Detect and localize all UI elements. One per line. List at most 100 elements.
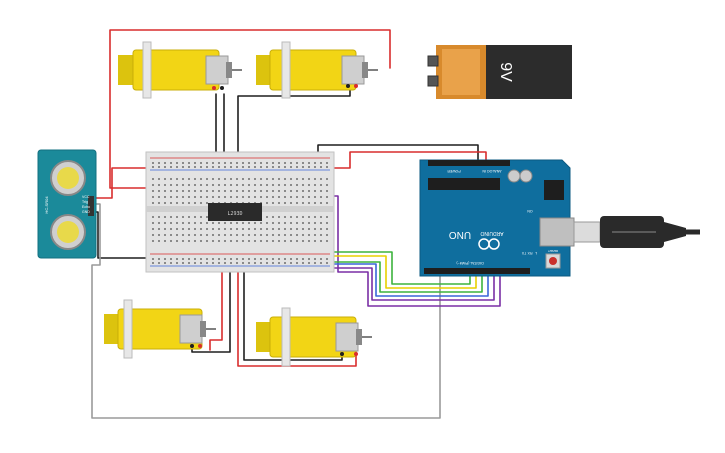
- breadboard-hole[interactable]: [314, 240, 316, 242]
- breadboard-hole[interactable]: [152, 222, 154, 224]
- breadboard-hole[interactable]: [266, 190, 268, 192]
- breadboard-hole[interactable]: [272, 258, 274, 260]
- breadboard-hole[interactable]: [236, 258, 238, 260]
- breadboard-hole[interactable]: [302, 240, 304, 242]
- breadboard-hole[interactable]: [218, 222, 220, 224]
- breadboard-hole[interactable]: [248, 162, 250, 164]
- breadboard-hole[interactable]: [200, 234, 202, 236]
- breadboard-hole[interactable]: [254, 240, 256, 242]
- breadboard-hole[interactable]: [212, 234, 214, 236]
- breadboard-hole[interactable]: [200, 240, 202, 242]
- breadboard-hole[interactable]: [284, 222, 286, 224]
- breadboard-hole[interactable]: [194, 184, 196, 186]
- breadboard-hole[interactable]: [200, 184, 202, 186]
- breadboard-hole[interactable]: [158, 166, 160, 168]
- breadboard-hole[interactable]: [296, 234, 298, 236]
- breadboard-hole[interactable]: [218, 196, 220, 198]
- breadboard-hole[interactable]: [164, 184, 166, 186]
- breadboard-hole[interactable]: [290, 162, 292, 164]
- breadboard-hole[interactable]: [242, 240, 244, 242]
- breadboard-hole[interactable]: [218, 234, 220, 236]
- breadboard-hole[interactable]: [302, 184, 304, 186]
- breadboard-hole[interactable]: [314, 222, 316, 224]
- breadboard-hole[interactable]: [314, 202, 316, 204]
- battery-terminal-pos[interactable]: [427, 55, 439, 67]
- breadboard-hole[interactable]: [164, 258, 166, 260]
- breadboard-hole[interactable]: [206, 202, 208, 204]
- breadboard-hole[interactable]: [266, 202, 268, 204]
- breadboard-hole[interactable]: [290, 240, 292, 242]
- breadboard-hole[interactable]: [230, 240, 232, 242]
- breadboard-hole[interactable]: [200, 166, 202, 168]
- gear-motor-top-left[interactable]: [118, 41, 242, 99]
- breadboard-hole[interactable]: [284, 196, 286, 198]
- breadboard-hole[interactable]: [230, 234, 232, 236]
- breadboard-hole[interactable]: [284, 162, 286, 164]
- breadboard-hole[interactable]: [224, 190, 226, 192]
- breadboard-hole[interactable]: [218, 162, 220, 164]
- breadboard-hole[interactable]: [164, 190, 166, 192]
- breadboard-hole[interactable]: [254, 234, 256, 236]
- breadboard-hole[interactable]: [230, 222, 232, 224]
- breadboard-hole[interactable]: [188, 178, 190, 180]
- breadboard-hole[interactable]: [170, 166, 172, 168]
- breadboard-hole[interactable]: [224, 222, 226, 224]
- breadboard-hole[interactable]: [176, 184, 178, 186]
- breadboard-hole[interactable]: [290, 228, 292, 230]
- breadboard-hole[interactable]: [248, 178, 250, 180]
- breadboard-hole[interactable]: [176, 190, 178, 192]
- breadboard-hole[interactable]: [266, 166, 268, 168]
- breadboard-hole[interactable]: [296, 202, 298, 204]
- breadboard-hole[interactable]: [206, 178, 208, 180]
- breadboard-hole[interactable]: [254, 262, 256, 264]
- breadboard-hole[interactable]: [278, 162, 280, 164]
- breadboard-hole[interactable]: [218, 178, 220, 180]
- breadboard-hole[interactable]: [182, 196, 184, 198]
- breadboard-hole[interactable]: [194, 228, 196, 230]
- breadboard-hole[interactable]: [260, 190, 262, 192]
- breadboard-hole[interactable]: [266, 184, 268, 186]
- breadboard-hole[interactable]: [242, 222, 244, 224]
- breadboard-hole[interactable]: [158, 190, 160, 192]
- breadboard-hole[interactable]: [242, 262, 244, 264]
- motor-driver-ic[interactable]: L293D: [208, 203, 262, 221]
- breadboard-hole[interactable]: [170, 178, 172, 180]
- breadboard-hole[interactable]: [236, 222, 238, 224]
- breadboard-hole[interactable]: [164, 178, 166, 180]
- breadboard-hole[interactable]: [164, 216, 166, 218]
- breadboard-hole[interactable]: [242, 184, 244, 186]
- breadboard-hole[interactable]: [320, 184, 322, 186]
- breadboard-hole[interactable]: [212, 166, 214, 168]
- wire-red-bottom-motor-2[interactable]: [237, 229, 357, 367]
- breadboard-hole[interactable]: [152, 240, 154, 242]
- breadboard-hole[interactable]: [230, 228, 232, 230]
- breadboard-hole[interactable]: [308, 196, 310, 198]
- breadboard-hole[interactable]: [176, 234, 178, 236]
- breadboard-hole[interactable]: [182, 184, 184, 186]
- breadboard-hole[interactable]: [320, 234, 322, 236]
- breadboard-hole[interactable]: [182, 178, 184, 180]
- breadboard-hole[interactable]: [236, 228, 238, 230]
- breadboard-hole[interactable]: [188, 184, 190, 186]
- breadboard-hole[interactable]: [224, 240, 226, 242]
- breadboard-hole[interactable]: [320, 202, 322, 204]
- breadboard-hole[interactable]: [302, 228, 304, 230]
- breadboard-hole[interactable]: [314, 166, 316, 168]
- breadboard-hole[interactable]: [242, 178, 244, 180]
- breadboard-hole[interactable]: [194, 216, 196, 218]
- breadboard-hole[interactable]: [320, 262, 322, 264]
- battery-terminal-neg[interactable]: [427, 75, 439, 87]
- breadboard-hole[interactable]: [266, 216, 268, 218]
- wire-red-sensor-vcc[interactable]: [91, 167, 169, 199]
- breadboard-hole[interactable]: [158, 202, 160, 204]
- breadboard-hole[interactable]: [278, 228, 280, 230]
- breadboard-hole[interactable]: [290, 262, 292, 264]
- breadboard-hole[interactable]: [296, 162, 298, 164]
- breadboard-hole[interactable]: [170, 234, 172, 236]
- breadboard-hole[interactable]: [158, 184, 160, 186]
- breadboard-hole[interactable]: [152, 166, 154, 168]
- breadboard-hole[interactable]: [248, 258, 250, 260]
- breadboard-hole[interactable]: [230, 258, 232, 260]
- breadboard-hole[interactable]: [272, 240, 274, 242]
- breadboard-hole[interactable]: [224, 262, 226, 264]
